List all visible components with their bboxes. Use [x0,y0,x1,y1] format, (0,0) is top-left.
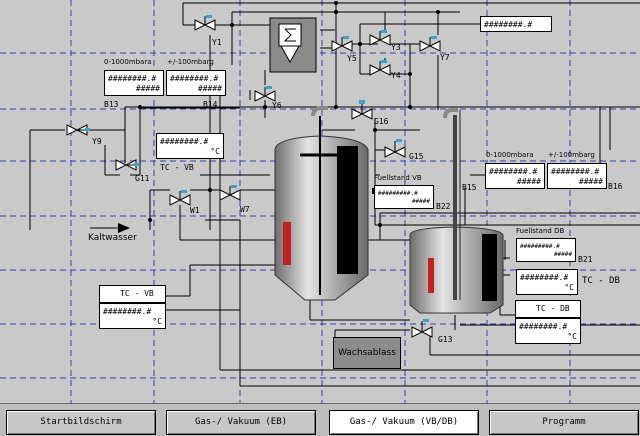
tc-vb-top-unit: °C [210,147,220,156]
tc-vb-bottom-display[interactable]: ########.# °C [99,303,166,329]
b13-value: ########.# [108,74,157,83]
valve-w7-label: W7 [240,205,250,214]
b16-sub-value: ##### [578,177,603,186]
tc-db-display[interactable]: ########.# °C [516,269,578,295]
valve-y9-label: Y9 [92,137,102,146]
b15-sub-value: ##### [516,177,541,186]
valve-g11-icon[interactable] [114,155,140,175]
tc-vb-top-display[interactable]: ########.# °C [156,133,224,159]
nav-gas-vakuum-vbdb-button[interactable]: Gas-/ Vakuum (VB/DB) [329,410,479,435]
fill-vb-label: Fuellstand VB [374,174,422,182]
b14-tag: B14 [203,100,218,109]
piping-diagram [0,0,640,403]
b13-display[interactable]: ########.# ##### [104,70,164,96]
tc-db-value: ########.# [520,273,569,282]
tc-db-unit: °C [564,283,574,292]
nav-programm-button[interactable]: Programm [489,410,639,435]
valve-g15-label: G15 [409,152,424,161]
valve-g16-icon[interactable] [350,100,376,124]
valve-w1-label: W1 [190,206,200,215]
tc-db-bottom-display[interactable]: ########.# °C [515,318,581,344]
kaltwasser-label: Kaltwasser [88,233,137,243]
tc-vb-box-title: TC - VB [120,289,154,298]
valve-y9-icon[interactable] [65,120,91,140]
valve-y7-label: Y7 [440,53,450,62]
nav-gas-vakuum-eb-button[interactable]: Gas-/ Vakuum (EB) [166,410,316,435]
valve-y6-label: Y6 [272,101,282,110]
tc-vb-label: TC - VB [160,163,194,172]
tc-db-box-title: TC - DB [536,304,570,313]
b16-display[interactable]: ########.# ##### [547,163,607,189]
tc-db-bottom-unit: °C [567,332,577,341]
fill-db-sub-value: ##### [553,251,572,258]
tc-db-title-box: TC - DB [515,300,581,318]
b13-range-label: 0-1000mbara [104,58,152,66]
valve-y1-label: Y1 [212,38,222,47]
b16-tag: B16 [608,182,623,191]
valve-y4-icon[interactable] [368,60,394,80]
b15-tag: B15 [462,183,477,192]
valve-y3-label: Y3 [391,43,401,52]
b15-display[interactable]: ########.# ##### [485,163,545,189]
tc-db-label: TC - DB [582,276,620,286]
tc-vb-top-value: ########.# [160,137,209,146]
valve-g13-label: G13 [438,335,453,344]
valve-y3-icon[interactable] [368,30,394,50]
tc-db-bottom-value: ########.# [519,322,568,331]
wachsablass-button[interactable]: Wachsablass [333,337,401,369]
top-right-value: ########.# [484,20,533,29]
valve-g11-label: G11 [135,174,150,183]
valve-y5-label: Y5 [347,54,357,63]
tc-vb-bottom-value: ########.# [103,307,152,316]
b13-sub-value: ##### [135,84,160,93]
fill-db-display[interactable]: #########.# ##### [516,238,576,262]
valve-y1-icon[interactable] [193,15,219,35]
valve-g13-icon[interactable] [410,318,436,342]
b14-sub-value: ##### [197,84,222,93]
b21-tag: B21 [578,255,593,264]
fill-db-value: #########.# [520,243,560,250]
b16-value: ########.# [551,167,600,176]
valve-g16-label: G16 [374,117,389,126]
b14-display[interactable]: ########.# ##### [166,70,226,96]
b15-range-label: 0-1000mbara [486,151,534,159]
fill-vb-sub-value: ##### [411,198,430,205]
tc-vb-bottom-unit: °C [152,317,162,326]
fill-vb-display[interactable]: #########.# ##### [374,185,434,209]
fill-vb-value: #########.# [378,190,418,197]
valve-y7-icon[interactable] [418,36,444,56]
valve-y4-label: Y4 [391,71,401,80]
b13-tag: B13 [104,100,119,109]
tc-vb-title-box: TC - VB [99,285,166,303]
b14-range-label: +/-100mbarg [167,58,214,66]
b14-value: ########.# [170,74,219,83]
b15-value: ########.# [489,167,538,176]
nav-startbildschirm-button[interactable]: Startbildschirm [6,410,156,435]
valve-w1-icon[interactable] [168,190,194,210]
navigation-bar: Startbildschirm Gas-/ Vakuum (EB) Gas-/ … [0,403,640,436]
b22-tag: B22 [436,202,451,211]
valve-y5-icon[interactable] [330,36,356,56]
valve-w7-icon[interactable] [218,185,244,205]
valve-g15-icon[interactable] [383,138,409,162]
b16-range-label: +/-100mbarg [548,151,595,159]
top-right-display[interactable]: ########.# [480,16,552,32]
valve-y6-icon[interactable] [253,86,279,106]
fill-db-label: Fuellstand DB [516,227,565,235]
